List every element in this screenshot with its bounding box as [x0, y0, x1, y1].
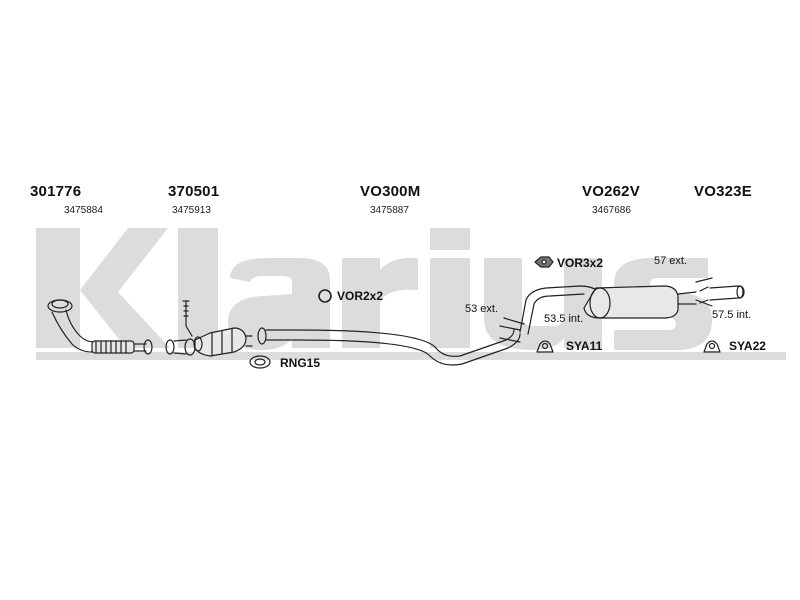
oe-number-370501: 3475913: [172, 205, 211, 216]
fitting-label-vor3x2: VOR3x2: [557, 256, 604, 270]
fitting-label-sya11: SYA11: [566, 339, 603, 353]
oe-number-VO262V: 3467686: [592, 205, 631, 216]
oe-number-301776: 3475884: [64, 205, 103, 216]
dimension-label-53-5-int: 53.5 int.: [544, 313, 584, 325]
dimension-label-57-5-int: 57.5 int.: [712, 309, 752, 321]
fitting-label-rng15: RNG15: [280, 356, 321, 370]
rng15-icon: [249, 355, 271, 369]
part-number-301776: 301776: [30, 183, 82, 200]
lambda-pipe-370501: [165, 300, 196, 356]
fitting-label-sya22: SYA22: [729, 339, 766, 353]
catalytic-converter: [193, 327, 253, 357]
oe-number-VO300M: 3475887: [370, 205, 409, 216]
front-pipe-301776: [47, 299, 153, 355]
part-number-370501: 370501: [168, 183, 220, 200]
fitting-label-vor2x2: VOR2x2: [337, 289, 384, 303]
vor3x2-icon: [534, 256, 554, 268]
intermediate-pipe-VO300M: [257, 317, 525, 366]
part-number-VO323E: VO323E: [694, 183, 752, 200]
part-number-VO300M: VO300M: [360, 183, 421, 200]
sya11-icon: [536, 340, 554, 353]
tail-pipe-VO323E: [695, 277, 745, 307]
part-number-VO262V: VO262V: [582, 183, 640, 200]
dimension-label-53-ext: 53 ext.: [465, 303, 499, 315]
dimension-label-57-ext: 57 ext.: [654, 255, 688, 267]
rear-silencer-VO262V: [519, 285, 697, 335]
sya22-icon: [703, 340, 721, 353]
